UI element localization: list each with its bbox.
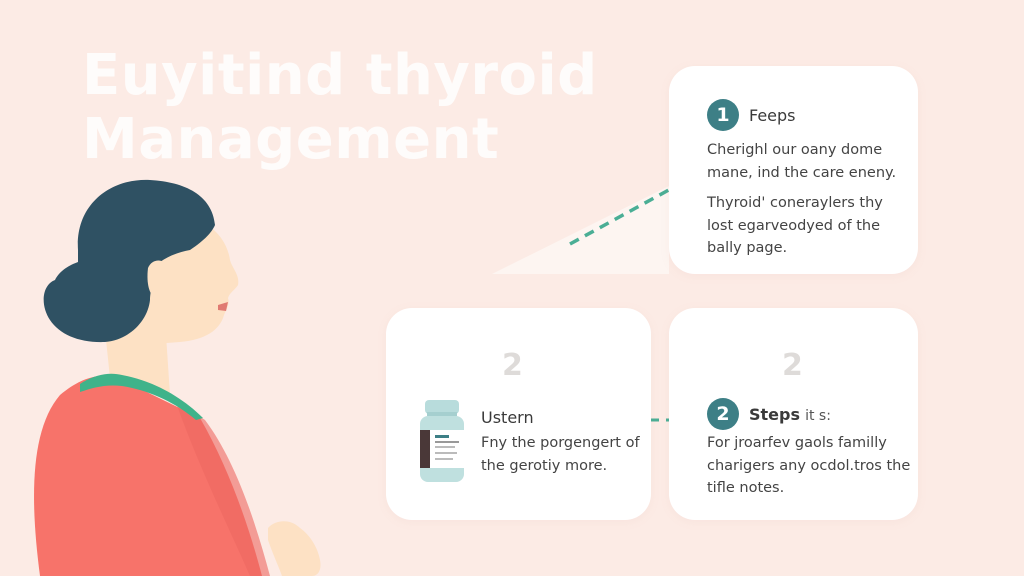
top-shape — [34, 375, 262, 576]
card-paragraph: Fny the porgengert of the gerotiy more. — [481, 435, 640, 474]
card-header: 2 Steps it s: — [707, 398, 831, 430]
hair-shape — [43, 179, 216, 343]
hand-shape — [268, 521, 321, 576]
step-card-1: 1 Feeps Cherighl our oany dome mane, ind… — [669, 66, 918, 274]
card-heading: Feeps — [749, 105, 796, 125]
page-title: Euyitind thyroid Management — [82, 44, 598, 172]
card-paragraph: Thyroid' coneraylers thy lost egarveodye… — [707, 195, 883, 256]
medicine-bottle-icon — [420, 400, 464, 482]
step-number-badge: 1 — [707, 99, 739, 131]
card-heading: Ustern — [481, 408, 534, 427]
step-card-2: 2 Ustern Fny the porgengert of the gerot… — [386, 308, 651, 520]
card-heading-main: Steps — [749, 404, 800, 424]
step-number-badge: 2 — [707, 398, 739, 430]
dashed-arrow-up — [569, 184, 677, 246]
card-heading-suffix: it s: — [805, 407, 831, 424]
card-header: 1 Feeps — [707, 99, 796, 131]
card-body: Fny the porgengert of the gerotiy more. — [481, 432, 641, 479]
collar-shape — [80, 373, 203, 420]
card-heading: Steps it s: — [749, 405, 831, 424]
ghost-step-number: 2 — [782, 348, 803, 383]
title-line-2: Management — [82, 107, 500, 172]
step-card-3: 2 2 Steps it s: For jroarfev gaols famil… — [669, 308, 918, 520]
card-body: For jroarfev gaols familly charigers any… — [707, 432, 912, 502]
card-body: Cherighl our oany dome mane, ind the car… — [707, 139, 912, 262]
ear-shape — [147, 260, 168, 298]
light-beam-shape — [492, 186, 669, 274]
ghost-step-number: 2 — [502, 348, 523, 383]
card-paragraph: Cherighl our oany dome mane, ind the car… — [707, 142, 897, 181]
face-shape — [140, 212, 239, 345]
card-paragraph: For jroarfev gaols familly charigers any… — [707, 435, 911, 496]
title-line-1: Euyitind thyroid — [82, 43, 598, 108]
